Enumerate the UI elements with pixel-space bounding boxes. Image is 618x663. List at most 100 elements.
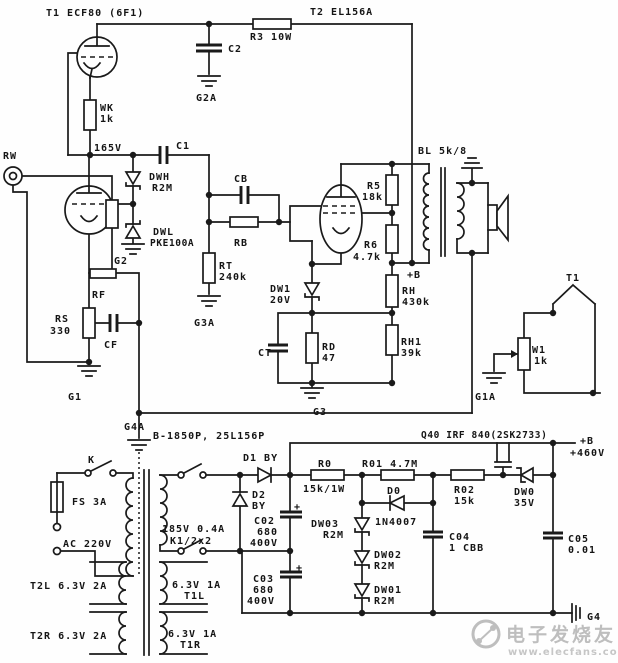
label-w1: W1 xyxy=(532,345,546,356)
label-c1: C1 xyxy=(176,141,190,152)
switch-k1-bottom xyxy=(177,538,207,555)
label-rs-val: 330 xyxy=(50,326,71,337)
label-c2: C2 xyxy=(228,44,242,55)
label-rt: RT xyxy=(219,261,233,272)
label-wk: WK xyxy=(100,103,114,114)
label-plus-b2: +B xyxy=(580,436,594,447)
label-plus-b: +B xyxy=(407,270,421,281)
label-g1: G1 xyxy=(68,392,82,403)
resistor-grid-leak xyxy=(105,199,119,229)
resistor-rd xyxy=(305,332,319,364)
resistor-r6 xyxy=(385,224,399,254)
label-g3: G3 xyxy=(313,407,327,418)
label-c03-v1: 680 xyxy=(253,585,274,596)
label-c03-v2: 400V xyxy=(247,596,275,607)
tube-t1-ecf80 xyxy=(76,36,118,80)
label-r0-val: 15k/1W xyxy=(303,484,345,495)
label-g2a: G2A xyxy=(196,93,217,104)
watermark-url-text: www.elecfans.com xyxy=(508,647,618,658)
watermark-cn-text: 电子发烧友 xyxy=(506,623,616,646)
zener-dw0 xyxy=(516,466,534,484)
cap-ct xyxy=(268,343,288,353)
label-w1-val: 1k xyxy=(534,356,548,367)
zener-dw1 xyxy=(303,282,321,301)
label-d2-val: BY xyxy=(252,501,266,512)
label-ct: CT xyxy=(258,348,272,359)
ground-g3 xyxy=(300,387,324,399)
labels: T1 ECF80 (6F1) T2 EL156A R3 10W C2 G2A W… xyxy=(3,7,605,651)
label-t2-title: T2 EL156A xyxy=(310,7,373,18)
label-d0: D0 xyxy=(387,486,401,497)
label-r5: R5 xyxy=(367,181,381,192)
label-dwh: DWH xyxy=(149,172,170,183)
cap-c2 xyxy=(196,43,222,53)
label-rh1: RH1 xyxy=(401,337,422,348)
label-cf: CF xyxy=(104,340,118,351)
label-rh: RH xyxy=(402,286,416,297)
label-t1l-v: 6.3V 1A xyxy=(172,580,221,591)
label-rd-val: 47 xyxy=(322,353,336,364)
cap-c05 xyxy=(543,531,563,540)
ground-g2a xyxy=(197,75,221,87)
label-185v: 185V 0.4A xyxy=(162,524,225,535)
cap-c1 xyxy=(158,146,169,164)
label-g4a: G4A xyxy=(124,422,145,433)
label-c02-v2: 400V xyxy=(250,538,278,549)
label-dw1: DW1 xyxy=(270,284,291,295)
label-c02: C02 xyxy=(254,516,275,527)
diode-d0 xyxy=(388,494,405,512)
label-rd: RD xyxy=(322,342,336,353)
diode-d1 xyxy=(257,466,273,484)
ground-g4 xyxy=(571,603,581,623)
output-transformer xyxy=(422,167,465,257)
label-t1r-v: 6.3V 1A xyxy=(168,629,217,640)
label-r6-val: 4.7k xyxy=(353,252,381,263)
label-c02-plus: + xyxy=(294,502,301,513)
label-dwh-val: R2M xyxy=(152,183,173,194)
label-g4: G4 xyxy=(587,612,601,623)
cap-cf xyxy=(108,314,119,332)
label-rf: RF xyxy=(92,290,106,301)
power-transformer xyxy=(118,452,168,656)
ground-g1 xyxy=(77,365,101,377)
label-c03-plus: + xyxy=(296,563,303,574)
label-k: K xyxy=(88,455,95,466)
zener-dw01 xyxy=(353,583,371,602)
switch-k1-top xyxy=(177,462,207,479)
label-g2: G2 xyxy=(114,256,128,267)
amp-wires xyxy=(12,23,601,439)
label-rb: RB xyxy=(234,238,248,249)
label-t1l-n: T1L xyxy=(184,591,205,602)
resistor-rt xyxy=(202,252,216,284)
label-g3a: G3A xyxy=(194,318,215,329)
resistor-rh xyxy=(385,274,399,308)
label-t1r-n: T1R xyxy=(180,640,201,651)
label-k12: K1/2x2 xyxy=(170,536,212,547)
cap-cb xyxy=(239,186,250,204)
label-rh1-val: 39k xyxy=(401,348,422,359)
label-460v: +460V xyxy=(570,448,605,459)
resistors xyxy=(50,18,531,513)
ground-g1a xyxy=(482,372,506,384)
tube-t2-el156 xyxy=(319,184,363,254)
label-d2: D2 xyxy=(252,490,266,501)
label-c04: C04 xyxy=(449,532,470,543)
label-165v: 165V xyxy=(94,143,122,154)
label-d0-val: 1N4007 xyxy=(375,517,417,528)
resistor-wk xyxy=(83,99,97,131)
ground-g3a xyxy=(197,295,221,307)
label-t1-title: T1 ECF80 (6F1) xyxy=(46,8,144,19)
label-dw01: DW01 xyxy=(374,585,402,596)
diodes xyxy=(124,171,534,602)
capacitors xyxy=(108,43,563,579)
label-r02-val: 15k xyxy=(454,496,475,507)
ac-terminals xyxy=(52,522,62,556)
label-c04-val: 1 CBB xyxy=(449,543,484,554)
label-c02-v1: 680 xyxy=(257,527,278,538)
label-c03: C03 xyxy=(253,574,274,585)
diode-d2 xyxy=(231,491,249,507)
junction-dots xyxy=(85,20,597,617)
label-c05-val: 0.01 xyxy=(568,545,596,556)
label-trafo: B-1850P, 25L156P xyxy=(153,431,265,442)
resistor-rb xyxy=(229,216,259,228)
